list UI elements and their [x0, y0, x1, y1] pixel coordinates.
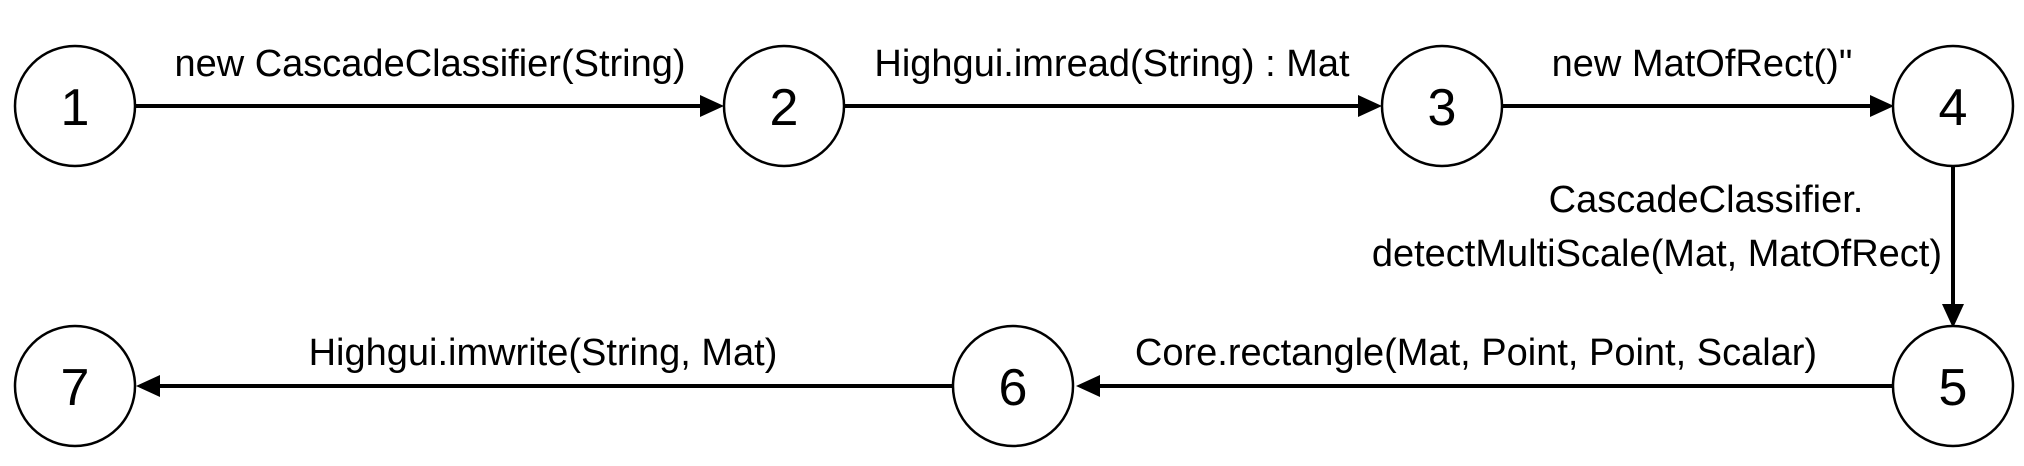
edge-6-7-label: Highgui.imwrite(String, Mat): [309, 332, 778, 374]
node-6: 6: [951, 324, 1075, 448]
edge-6-7: Highgui.imwrite(String, Mat): [136, 332, 952, 397]
node-1-circle: [13, 44, 137, 168]
edge-5-6-arrowhead: [1076, 375, 1100, 397]
edge-5-6-label: Core.rectangle(Mat, Point, Point, Scalar…: [1135, 332, 1817, 374]
edge-2-3-arrowhead: [1358, 95, 1382, 117]
node-2: 2: [722, 44, 846, 168]
edge-2-3-label: Highgui.imread(String) : Mat: [874, 43, 1350, 85]
edge-1-2: new CascadeClassifier(String): [136, 43, 724, 117]
edge-2-3: Highgui.imread(String) : Mat: [844, 43, 1382, 117]
edge-1-2-arrowhead: [700, 95, 724, 117]
node-7-label: 7: [61, 359, 90, 417]
node-4-circle: [1891, 44, 2015, 168]
node-6-circle: [951, 324, 1075, 448]
node-6-label: 6: [999, 359, 1028, 417]
edge-6-7-arrowhead: [136, 375, 160, 397]
edge-4-5-label-line-2: detectMultiScale(Mat, MatOfRect): [1372, 233, 1942, 275]
node-1: 1: [13, 44, 137, 168]
edge-5-6: Core.rectangle(Mat, Point, Point, Scalar…: [1076, 332, 1893, 397]
node-5-label: 5: [1939, 359, 1968, 417]
edge-4-5-arrowhead: [1942, 304, 1964, 328]
node-3-circle: [1380, 44, 1504, 168]
edge-3-4-arrowhead: [1870, 95, 1894, 117]
edge-4-5-label-line-1: CascadeClassifier.: [1549, 179, 1864, 221]
node-7-circle: [13, 324, 137, 448]
edge-4-5: CascadeClassifier. detectMultiScale(Mat,…: [1372, 166, 1964, 328]
node-4: 4: [1891, 44, 2015, 168]
node-3-label: 3: [1428, 79, 1457, 137]
node-1-label: 1: [61, 79, 90, 137]
edge-3-4-label: new MatOfRect()": [1552, 43, 1853, 85]
node-7: 7: [13, 324, 137, 448]
edge-3-4: new MatOfRect()": [1502, 43, 1894, 117]
node-5-circle: [1891, 324, 2015, 448]
edge-1-2-label: new CascadeClassifier(String): [174, 43, 685, 85]
node-4-label: 4: [1939, 79, 1968, 137]
node-2-label: 2: [770, 79, 799, 137]
node-2-circle: [722, 44, 846, 168]
node-5: 5: [1891, 324, 2015, 448]
node-3: 3: [1380, 44, 1504, 168]
